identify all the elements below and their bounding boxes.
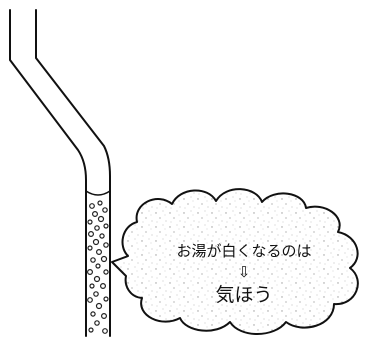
down-arrow-icon: ⇩ xyxy=(238,263,251,281)
tube-bubbles xyxy=(86,200,109,334)
cloud-outline xyxy=(111,188,359,335)
bubble-line-1: お湯が白くなるのは xyxy=(176,242,311,260)
bubble-line-2: 気ほう xyxy=(215,284,272,306)
cloud-bubble: お湯が白くなるのは ⇩ 気ほう xyxy=(111,188,359,335)
tube-outer-wall xyxy=(9,9,87,337)
bent-glass-tube xyxy=(9,9,111,337)
water-surface xyxy=(85,190,111,196)
tube-inner-wall xyxy=(35,9,111,337)
